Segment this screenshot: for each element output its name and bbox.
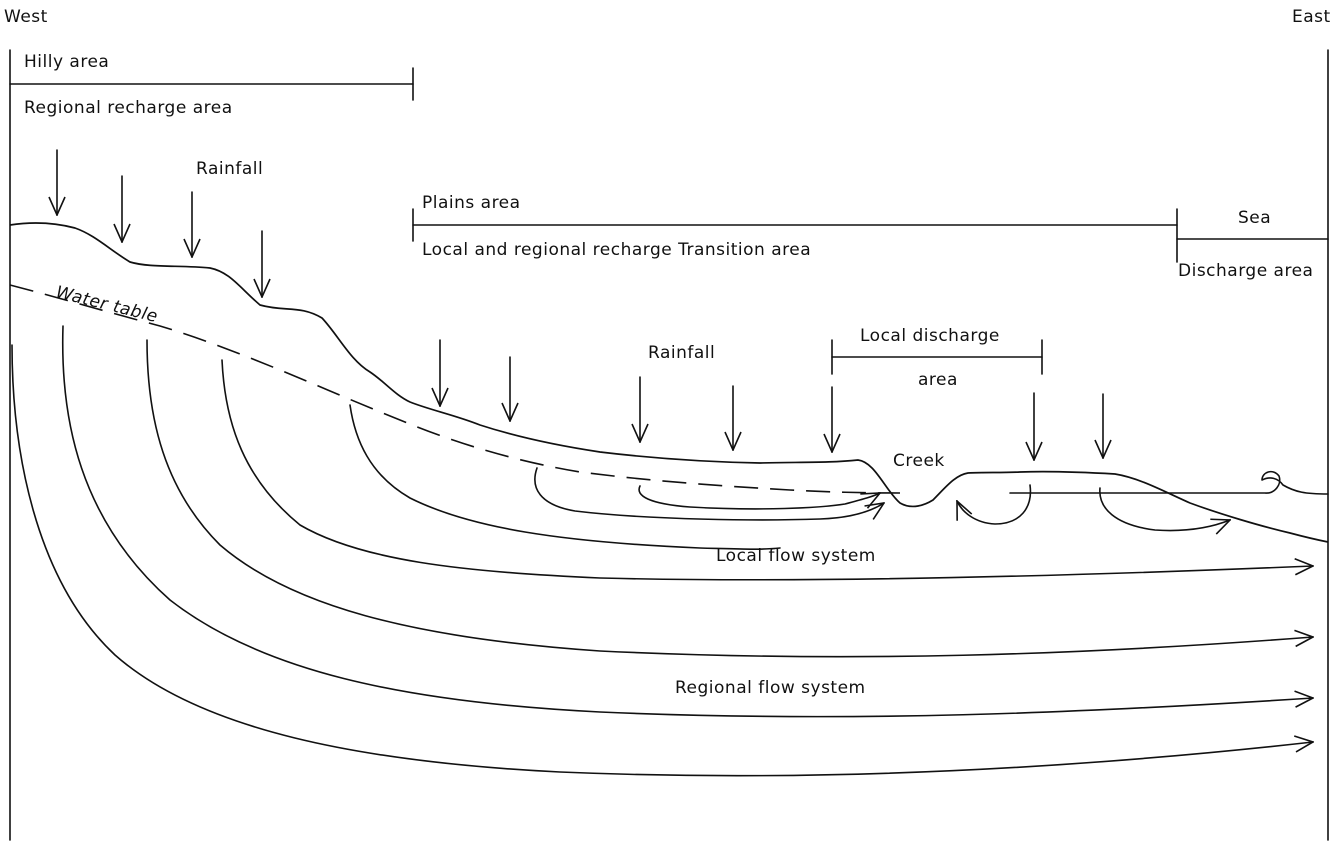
local-discharge-label: Local discharge	[860, 326, 1000, 346]
local-flow-path	[957, 485, 1030, 524]
local-flow-system-label: Local flow system	[716, 546, 876, 566]
hilly-area-label: Hilly area	[24, 52, 109, 72]
intermediate-flow-path	[350, 405, 780, 549]
local-flow-path	[535, 468, 884, 520]
regional-recharge-area-label: Regional recharge area	[24, 98, 233, 118]
water-table-label: Water table	[54, 282, 160, 327]
sea-label: Sea	[1238, 208, 1271, 228]
regional-flow-system-label: Regional flow system	[675, 678, 866, 698]
local-flow-path	[1100, 488, 1230, 531]
west-label: West	[4, 7, 48, 27]
rainfall-plains-label: Rainfall	[648, 343, 715, 363]
east-label: East	[1292, 7, 1331, 27]
regional-flow-path	[12, 345, 1313, 776]
ground-surface	[10, 223, 1328, 542]
sea-water-line	[1010, 472, 1328, 494]
transition-area-label: Local and regional recharge Transition a…	[422, 240, 811, 260]
local-discharge-area-label: area	[918, 370, 958, 390]
discharge-area-label: Discharge area	[1178, 261, 1313, 281]
local-flow-path	[639, 486, 880, 509]
creek-label: Creek	[893, 451, 945, 471]
regional-flow-path	[63, 326, 1313, 717]
plains-area-label: Plains area	[422, 193, 521, 213]
rainfall-hills-label: Rainfall	[196, 159, 263, 179]
